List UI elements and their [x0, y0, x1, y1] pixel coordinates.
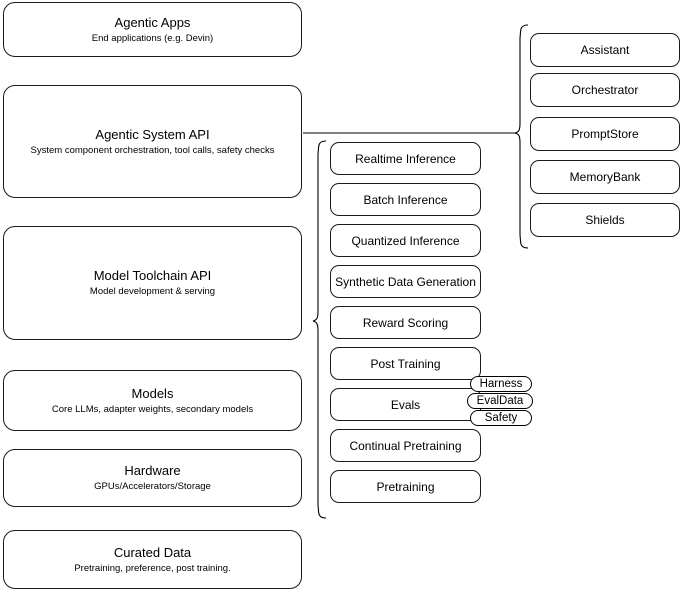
- node-pretraining[interactable]: Pretraining: [330, 470, 481, 503]
- layer-models[interactable]: Models Core LLMs, adapter weights, secon…: [3, 370, 302, 431]
- node-continual-pretraining[interactable]: Continual Pretraining: [330, 429, 481, 462]
- tag-label: Safety: [484, 412, 518, 424]
- node-label: Shields: [585, 213, 625, 227]
- node-synthetic-data-generation[interactable]: Synthetic Data Generation: [330, 265, 481, 298]
- tag-label: Harness: [479, 378, 523, 390]
- node-label: Quantized Inference: [351, 233, 460, 248]
- node-label: MemoryBank: [569, 170, 641, 184]
- brace-toolchain-nodes: [312, 140, 327, 519]
- node-label: Post Training: [370, 356, 441, 371]
- node-label: Evals: [390, 397, 421, 412]
- node-realtime-inference[interactable]: Realtime Inference: [330, 142, 481, 175]
- layer-model-toolchain-api[interactable]: Model Toolchain API Model development & …: [3, 226, 302, 340]
- node-label: Continual Pretraining: [349, 438, 462, 453]
- layer-title: Models: [131, 385, 174, 401]
- node-label: Assistant: [580, 43, 630, 57]
- layer-title: Model Toolchain API: [93, 268, 212, 283]
- layer-title: Curated Data: [113, 544, 192, 560]
- node-promptstore[interactable]: PromptStore: [530, 117, 680, 151]
- tag-label: EvalData: [476, 395, 524, 407]
- node-label: Synthetic Data Generation: [335, 274, 476, 289]
- layer-title: Agentic System API: [95, 126, 210, 142]
- node-label: Reward Scoring: [362, 315, 449, 330]
- brace-system-nodes: [514, 24, 529, 249]
- tag-safety[interactable]: Safety: [470, 410, 532, 426]
- layer-subtitle: Core LLMs, adapter weights, secondary mo…: [51, 403, 254, 415]
- node-label: PromptStore: [571, 127, 639, 141]
- node-quantized-inference[interactable]: Quantized Inference: [330, 224, 481, 257]
- node-label: Orchestrator: [571, 83, 639, 97]
- node-batch-inference[interactable]: Batch Inference: [330, 183, 481, 216]
- node-evals[interactable]: Evals: [330, 388, 481, 421]
- node-memorybank[interactable]: MemoryBank: [530, 160, 680, 194]
- node-shields[interactable]: Shields: [530, 203, 680, 237]
- node-label: Pretraining: [376, 479, 435, 494]
- node-orchestrator[interactable]: Orchestrator: [530, 73, 680, 107]
- layer-title: Hardware: [124, 463, 181, 478]
- layer-curated-data[interactable]: Curated Data Pretraining, preference, po…: [3, 530, 302, 589]
- node-label: Batch Inference: [363, 192, 448, 207]
- tag-harness[interactable]: Harness: [470, 376, 532, 392]
- layer-hardware[interactable]: Hardware GPUs/Accelerators/Storage: [3, 449, 302, 507]
- layer-agentic-system-api[interactable]: Agentic System API System component orch…: [3, 85, 302, 198]
- node-assistant[interactable]: Assistant: [530, 33, 680, 67]
- node-post-training[interactable]: Post Training: [330, 347, 481, 380]
- layer-agentic-apps[interactable]: Agentic Apps End applications (e.g. Devi…: [3, 2, 302, 57]
- node-label: Realtime Inference: [355, 151, 456, 166]
- tag-evaldata[interactable]: EvalData: [467, 393, 533, 409]
- layer-subtitle: End applications (e.g. Devin): [91, 32, 214, 44]
- layer-subtitle: GPUs/Accelerators/Storage: [94, 481, 211, 492]
- node-reward-scoring[interactable]: Reward Scoring: [330, 306, 481, 339]
- layer-subtitle: Model development & serving: [89, 286, 216, 297]
- layer-subtitle: System component orchestration, tool cal…: [30, 144, 275, 156]
- layer-title: Agentic Apps: [114, 14, 191, 30]
- layer-subtitle: Pretraining, preference, post training.: [74, 562, 231, 574]
